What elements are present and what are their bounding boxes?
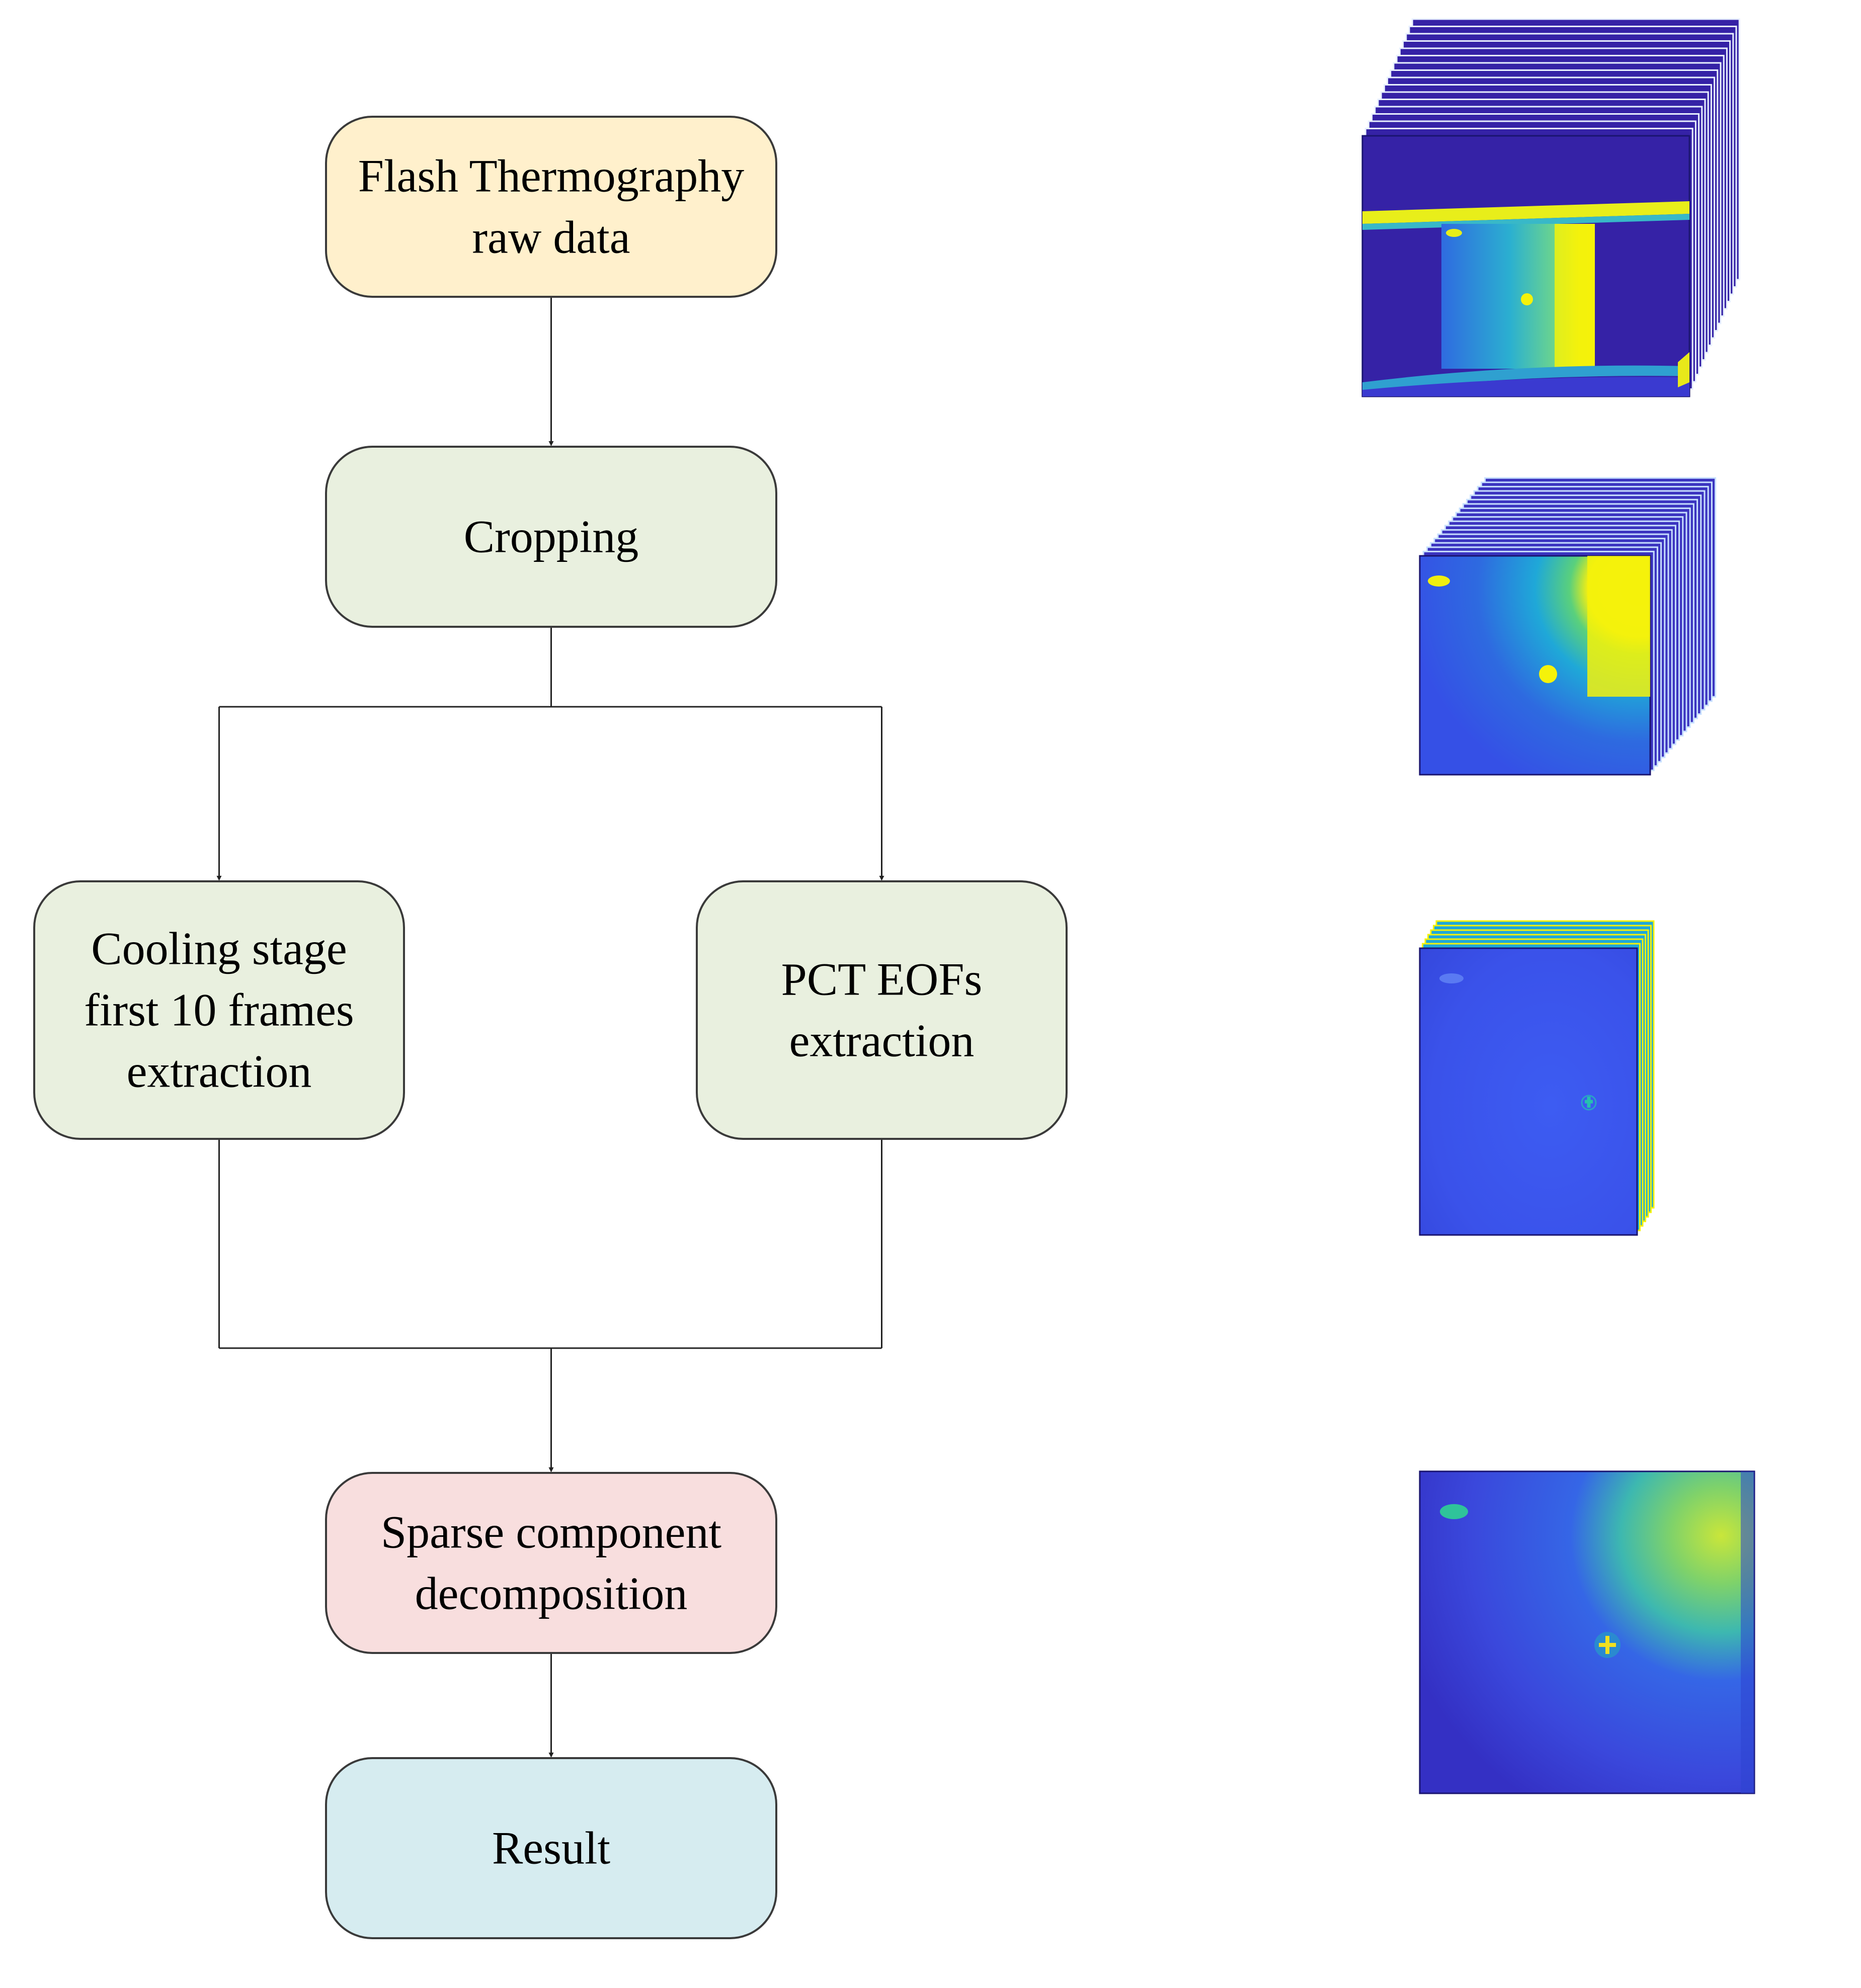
node-cooling-label-line: Cooling stage	[91, 923, 347, 974]
node-sparse-label-line: Sparse component	[381, 1506, 722, 1557]
node-sparse-box	[325, 1472, 777, 1654]
node-crop-label-line: Cropping	[464, 511, 639, 562]
node-result-label-line: Result	[492, 1822, 611, 1873]
node-pct: PCT EOFs extraction	[696, 880, 1068, 1140]
node-pct-box	[696, 880, 1068, 1140]
node-raw-box	[325, 116, 777, 298]
flowchart-nodes: Flash Thermography raw dataCroppingCoolin…	[33, 116, 1068, 1939]
node-cooling: Cooling stage first 10 frames extraction	[33, 880, 405, 1140]
eof-image-stack	[1419, 920, 1655, 1236]
node-crop: Cropping	[325, 446, 777, 628]
node-cooling-box	[33, 880, 405, 1140]
raw-front-frame	[1361, 135, 1690, 397]
result-image	[1419, 1470, 1755, 1794]
node-raw-label-line: raw data	[472, 211, 630, 263]
node-result-box	[325, 1757, 777, 1939]
node-pct-label-line: extraction	[789, 1015, 975, 1066]
node-crop-box	[325, 446, 777, 628]
node-pct-label-line: PCT EOFs	[781, 953, 983, 1005]
cropped-frame-stack	[1419, 477, 1717, 776]
node-cooling-label-line: extraction	[127, 1045, 312, 1097]
node-raw-label-line: Flash Thermography	[358, 150, 744, 201]
eof-front-image	[1419, 947, 1638, 1236]
node-cooling-label-line: first 10 frames	[84, 984, 354, 1035]
node-result: Result	[325, 1757, 777, 1939]
node-raw: Flash Thermography raw data	[325, 116, 777, 298]
cropped-front-frame	[1419, 555, 1651, 776]
node-sparse: Sparse component decomposition	[325, 1472, 777, 1654]
raw-data-frame-stack	[1361, 18, 1740, 397]
node-sparse-label-line: decomposition	[415, 1567, 688, 1619]
connector-lines	[216, 297, 884, 1758]
